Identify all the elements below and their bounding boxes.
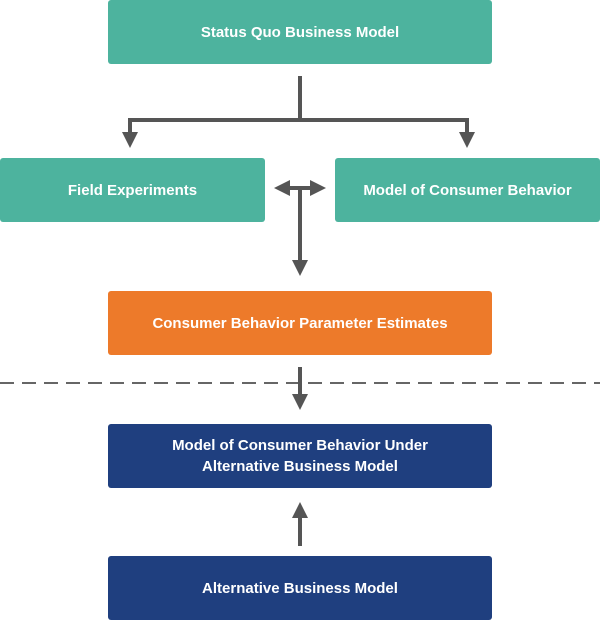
status-quo-business-model-label: Status Quo Business Model bbox=[200, 23, 400, 41]
model-of-consumer-behavior-box: Model of Consumer Behavior bbox=[335, 158, 600, 222]
alternative-business-model-box: Alternative Business Model bbox=[108, 556, 492, 620]
consumer-behavior-parameter-estimates-box: Consumer Behavior Parameter Estimates bbox=[108, 291, 492, 355]
alternative-business-model-label: Alternative Business Model bbox=[202, 579, 398, 597]
model-under-alternative-box: Model of Consumer Behavior Under Alterna… bbox=[108, 424, 492, 488]
status-quo-split-connector bbox=[130, 76, 467, 122]
model-under-alternative-label-line-1: Model of Consumer Behavior Under bbox=[172, 437, 428, 454]
model-under-alternative-label-line-2: Alternative Business Model bbox=[202, 458, 398, 475]
model-of-consumer-behavior-label: Model of Consumer Behavior bbox=[363, 181, 572, 199]
field-experiments-box: Field Experiments bbox=[0, 158, 265, 222]
consumer-behavior-parameter-estimates-label: Consumer Behavior Parameter Estimates bbox=[152, 314, 448, 332]
field-experiments-label: Field Experiments bbox=[67, 181, 198, 199]
status-quo-business-model-box: Status Quo Business Model bbox=[108, 0, 492, 64]
